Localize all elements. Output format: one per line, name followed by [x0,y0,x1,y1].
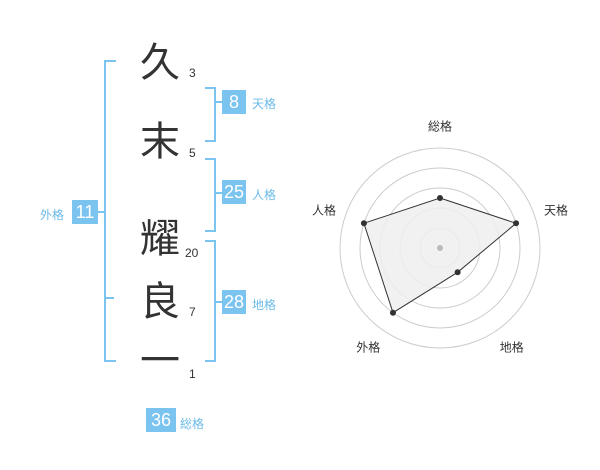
radar-axis-label-2: 天格 [544,203,569,218]
name-char-1: 久 [140,40,180,86]
stroke-count-4: 7 [189,305,196,319]
radar-point-2 [513,220,520,227]
radar-point-1 [437,195,443,201]
chikaku-bracket [205,240,216,362]
chikaku-connector [216,301,222,303]
jinkaku-value-badge: 25 [222,180,246,204]
gaikaku-label: 外格 [40,208,65,222]
stroke-count-5: 1 [189,367,196,381]
tenkaku-label: 天格 [252,97,277,111]
stroke-count-2: 5 [189,146,196,160]
gaikaku-bracket [104,60,116,362]
jinkaku-connector [216,192,222,194]
tenkaku-value-badge: 8 [222,90,246,114]
radar-point-4 [389,309,396,316]
radar-series-polygon [363,197,518,314]
radar-axis-label-4: 外格 [356,340,381,355]
soukaku-label: 総格 [180,417,205,431]
gaikaku-value-badge: 11 [72,200,98,224]
radar-axis-label-1: 総格 [427,119,453,134]
tenkaku-bracket [205,87,216,142]
soukaku-value-badge: 36 [146,408,176,432]
radar-point-3 [454,269,461,276]
name-char-5: 一 [140,338,180,384]
stroke-count-3: 20 [185,246,199,260]
radar-center-dot [437,245,443,251]
radar-ring-5 [339,147,541,349]
gaikaku-connector [98,211,104,213]
chikaku-label: 地格 [252,298,277,312]
jinkaku-bracket [205,158,216,232]
gaikaku-bracket-tick [104,297,114,299]
name-char-4: 良 [140,279,180,325]
chikaku-value-badge: 28 [222,290,246,314]
name-char-2: 末 [140,119,180,165]
name-char-3: 耀 [140,216,180,262]
radar-ring-4 [359,167,521,329]
radar-axis-label-3: 地格 [499,340,524,355]
stroke-count-1: 3 [189,66,196,80]
jinkaku-label: 人格 [252,188,277,202]
radar-axis-label-5: 人格 [311,203,336,218]
tenkaku-connector [216,101,222,103]
radar-point-5 [360,220,367,227]
